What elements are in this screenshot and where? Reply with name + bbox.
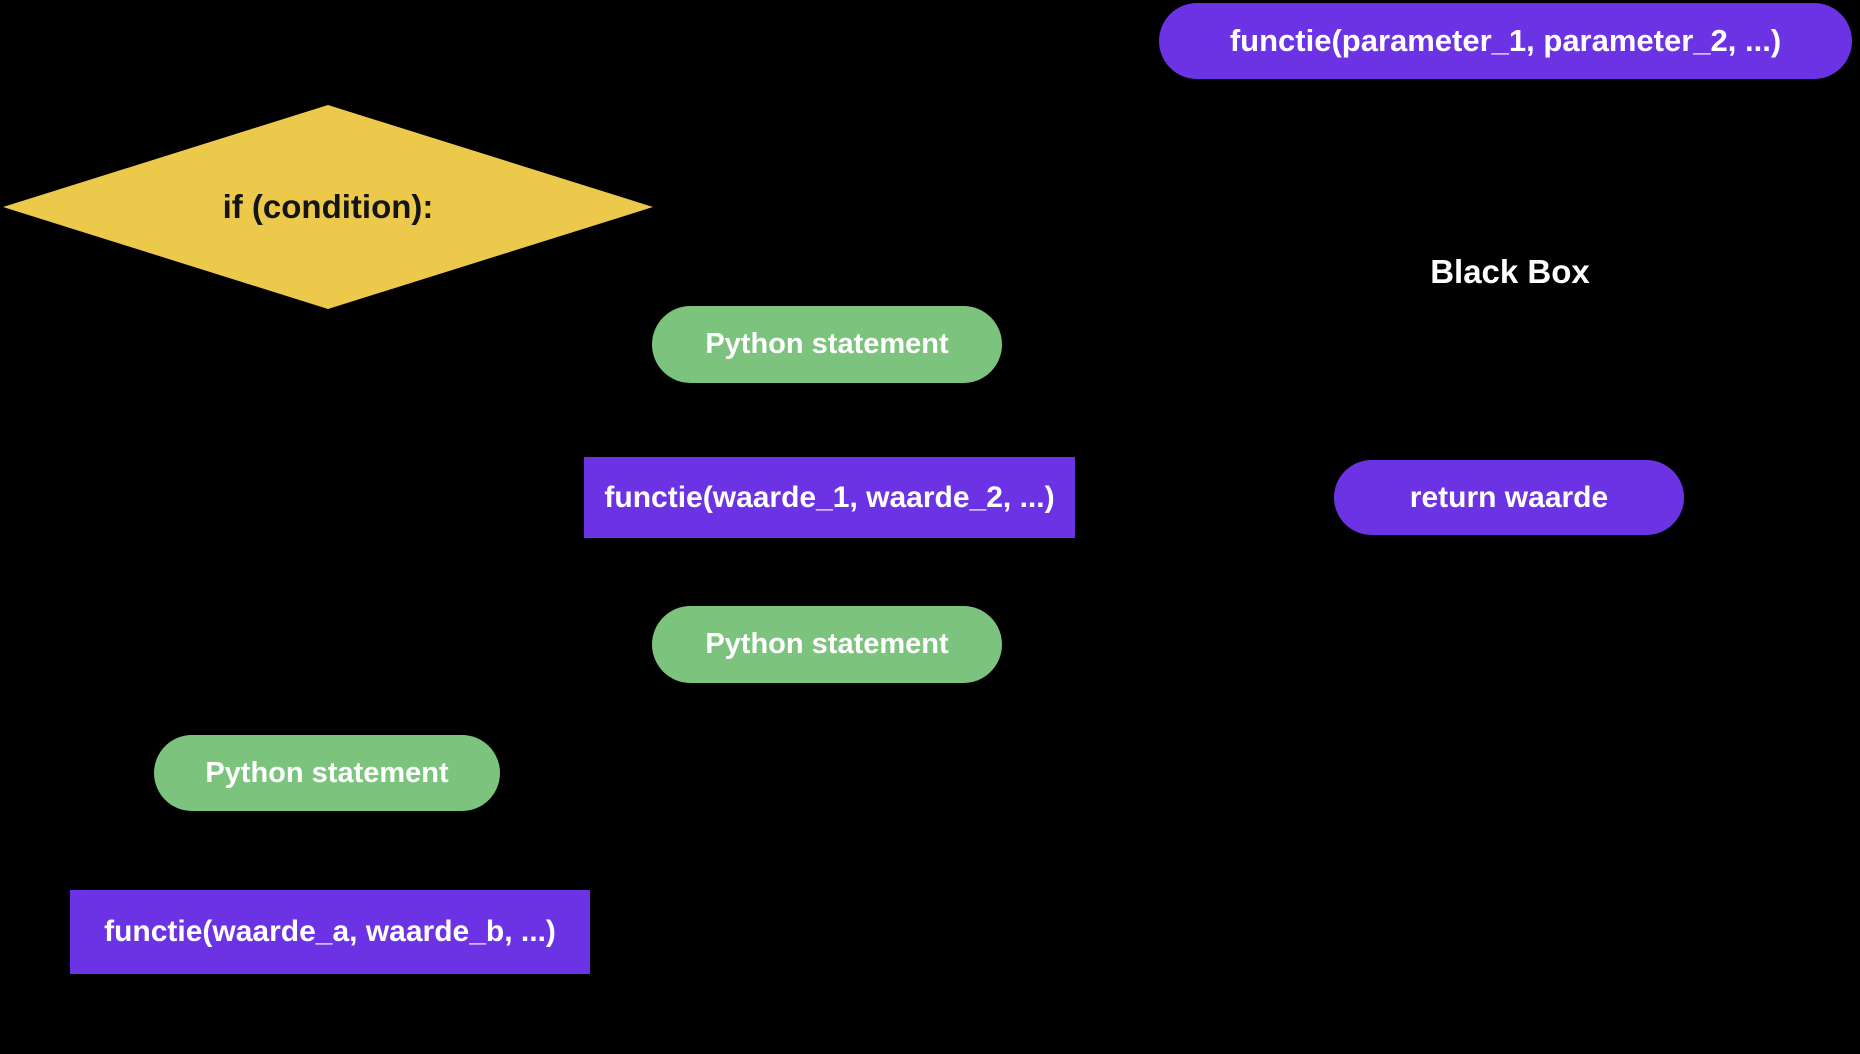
function-call-parameters-node: functie(parameter_1, parameter_2, ...) <box>1159 3 1852 79</box>
python-statement-node-left: Python statement <box>154 735 500 811</box>
function-call-values-node-1: functie(waarde_1, waarde_2, ...) <box>584 457 1075 538</box>
function-call-values-node-2: functie(waarde_a, waarde_b, ...) <box>70 890 590 974</box>
python-statement-node-lower: Python statement <box>652 606 1002 683</box>
python-statement-node-upper: Python statement <box>652 306 1002 383</box>
return-value-node: return waarde <box>1334 460 1684 535</box>
black-box-label: Black Box <box>1430 253 1590 290</box>
if-condition-diamond: if (condition): <box>3 105 653 309</box>
